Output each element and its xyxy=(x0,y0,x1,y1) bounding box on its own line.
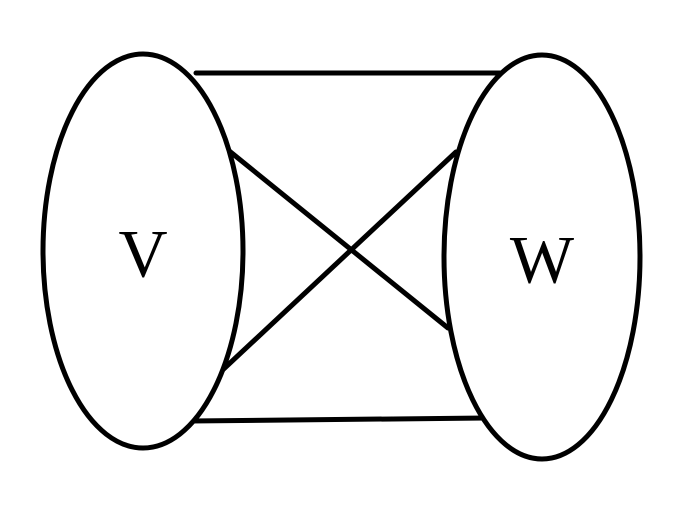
node-v: V xyxy=(40,51,246,451)
edge-diagonal-up xyxy=(211,149,459,381)
node-w-label: W xyxy=(510,222,575,298)
edge-diagonal-down xyxy=(225,147,451,331)
edge-bottom xyxy=(187,415,489,424)
edges-group xyxy=(187,70,503,424)
node-w-ellipse xyxy=(441,52,643,462)
node-v-label: V xyxy=(118,216,167,292)
node-v-ellipse xyxy=(40,51,246,451)
node-w: W xyxy=(441,52,643,462)
